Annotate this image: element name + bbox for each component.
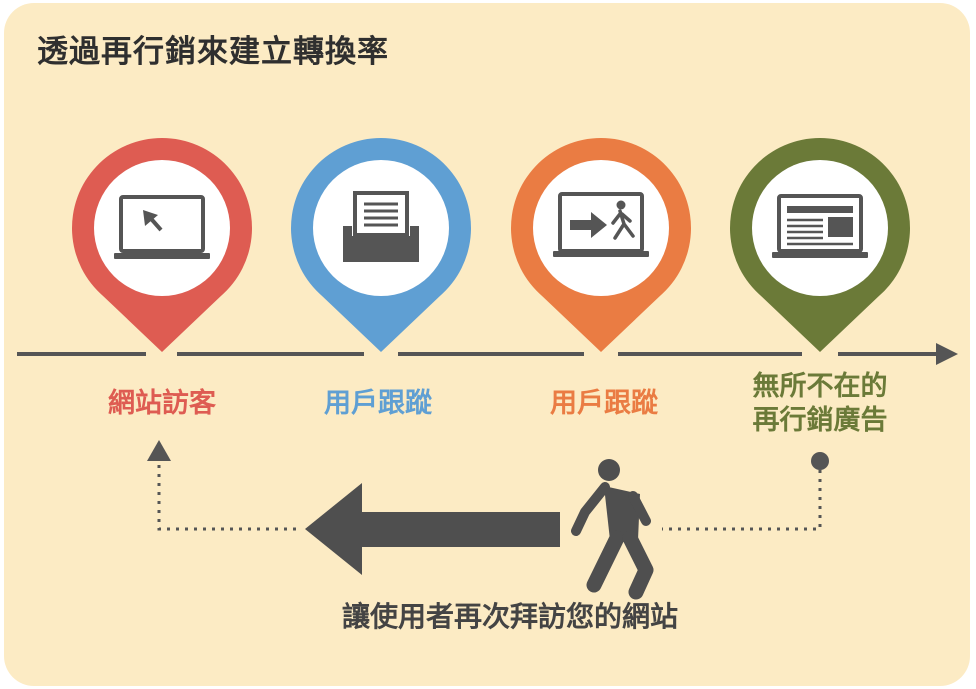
diagram-title: 透過再行銷來建立轉換率 — [37, 34, 389, 70]
exit-sign-icon — [553, 192, 649, 257]
dotted-return-path — [157, 461, 296, 531]
inbox-tray-icon — [343, 191, 419, 262]
step-label-website-visitor: 網站訪客 — [108, 388, 216, 419]
bottom-caption: 讓使用者再次拜訪您的網站 — [341, 600, 678, 633]
step-pins — [71, 137, 911, 352]
up-arrow-icon — [147, 440, 171, 461]
dotted-return-path — [662, 470, 822, 531]
big-left-arrow-icon — [305, 483, 560, 575]
step-label-retargeting-ads: 無所不在的 再行銷廣告 — [752, 371, 888, 436]
walking-person-icon — [571, 459, 654, 600]
return-start-dot — [811, 452, 829, 470]
pin-inner-circle — [94, 160, 230, 296]
step-label-user-tracking-2: 用戶跟蹤 — [550, 388, 658, 419]
timeline-arrowhead-icon — [936, 343, 958, 365]
pin-inner-circle — [752, 160, 888, 296]
laptop-cursor-icon — [114, 195, 210, 259]
web-ad-icon — [772, 194, 868, 258]
step-label-user-tracking: 用戶跟蹤 — [324, 388, 432, 419]
